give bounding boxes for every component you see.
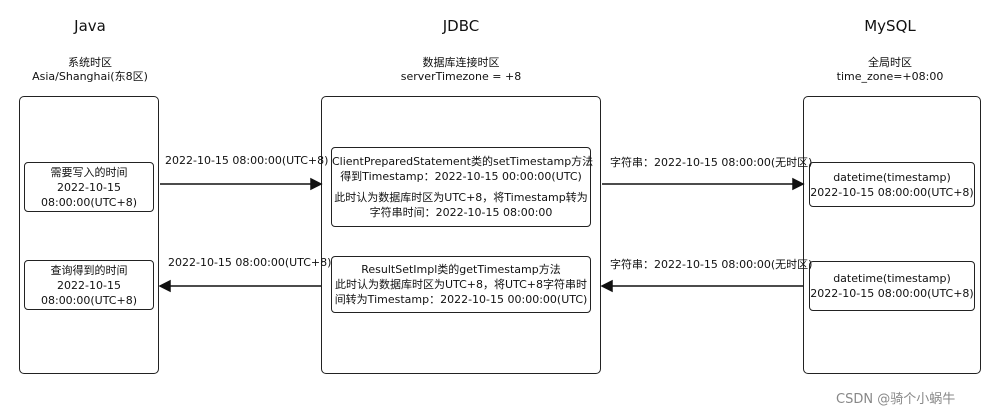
mysql-stored-type: datetime(timestamp) xyxy=(833,170,951,184)
jdbc-timezone-value: serverTimezone = +8 xyxy=(400,70,522,83)
jdbc-set-timestamp-box: ClientPreparedStatement类的setTimestamp方法 … xyxy=(331,147,594,227)
java-read-date: 2022-10-15 xyxy=(57,278,121,292)
java-write-time-box: 需要写入的时间 2022-10-15 08:00:00(UTC+8) xyxy=(24,162,154,212)
arrowhead-java-to-jdbc xyxy=(310,177,323,191)
mysql-stored-box-write: datetime(timestamp) 2022-10-15 08:00:00(… xyxy=(809,162,975,207)
java-write-label: 需要写入的时间 xyxy=(50,165,128,179)
jdbc-set-line4: 字符串时间：2022-10-15 08:00:00 xyxy=(369,206,553,219)
java-read-time: 08:00:00(UTC+8) xyxy=(40,293,137,307)
jdbc-get-timestamp-box: ResultSetImpl类的getTimestamp方法 此时认为数据库时区为… xyxy=(331,256,591,313)
jdbc-get-line2: 此时认为数据库时区为UTC+8，将UTC+8字符串时 xyxy=(334,278,588,291)
arrowhead-jdbc-to-java xyxy=(158,279,171,293)
arrow-label-jdbc-to-mysql: 字符串：2022-10-15 08:00:00(无时区) xyxy=(610,156,813,169)
jdbc-set-line1: ClientPreparedStatement类的setTimestamp方法 xyxy=(332,155,594,168)
arrowhead-jdbc-to-mysql xyxy=(792,177,805,191)
java-read-label: 查询得到的时间 xyxy=(50,263,128,277)
arrow-label-java-to-jdbc: 2022-10-15 08:00:00(UTC+8) xyxy=(165,154,329,167)
jdbc-set-line2: 得到Timestamp：2022-10-15 00:00:00(UTC) xyxy=(340,170,582,183)
mysql-stored-value: 2022-10-15 08:00:00(UTC+8) xyxy=(810,185,974,199)
mysql-stored-value: 2022-10-15 08:00:00(UTC+8) xyxy=(810,287,974,300)
jdbc-set-line3: 此时认为数据库时区为UTC+8，将Timestamp转为 xyxy=(334,191,588,204)
mysql-column-title: MySQL xyxy=(864,17,916,35)
arrow-label-mysql-to-jdbc: 字符串：2022-10-15 08:00:00(无时区) xyxy=(610,258,813,271)
jdbc-timezone-label: 数据库连接时区 xyxy=(422,56,500,69)
mysql-stored-box-read: datetime(timestamp) 2022-10-15 08:00:00(… xyxy=(809,261,975,311)
mysql-stored-type: datetime(timestamp) xyxy=(833,272,951,285)
java-read-time-box: 查询得到的时间 2022-10-15 08:00:00(UTC+8) xyxy=(24,260,154,310)
mysql-timezone-value: time_zone=+08:00 xyxy=(836,70,944,83)
arrow-label-jdbc-to-java: 2022-10-15 08:00:00(UTC+8) xyxy=(168,256,332,269)
java-write-time: 08:00:00(UTC+8) xyxy=(40,195,137,209)
java-write-date: 2022-10-15 xyxy=(57,180,121,194)
jdbc-panel xyxy=(321,96,601,374)
java-timezone-label: 系统时区 xyxy=(68,56,112,69)
java-panel xyxy=(19,96,159,374)
arrowhead-mysql-to-jdbc xyxy=(600,279,613,293)
jdbc-column-title: JDBC xyxy=(442,17,480,35)
java-timezone-value: Asia/Shanghai(东8区) xyxy=(32,70,148,83)
mysql-timezone-label: 全局时区 xyxy=(868,56,912,69)
java-column-title: Java xyxy=(74,17,106,35)
watermark: CSDN @骑个小蜗牛 xyxy=(836,392,956,407)
jdbc-get-line3: 间转为Timestamp：2022-10-15 00:00:00(UTC) xyxy=(334,293,588,306)
mysql-panel xyxy=(803,96,981,374)
jdbc-get-line1: ResultSetImpl类的getTimestamp方法 xyxy=(361,263,561,276)
